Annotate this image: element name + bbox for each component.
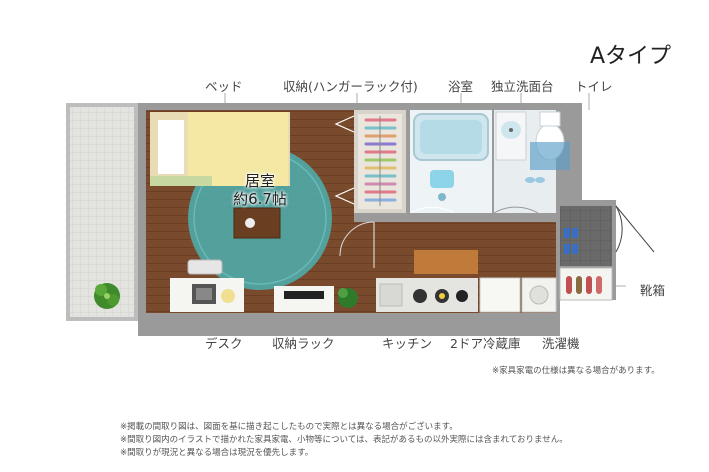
plant xyxy=(338,288,358,308)
label-bathroom: 浴室 xyxy=(448,79,474,94)
label-toilet: トイレ xyxy=(575,79,613,94)
entrance xyxy=(559,205,655,301)
label-storage-rack: 収納ラック xyxy=(272,336,335,351)
label-kitchen: キッチン xyxy=(382,336,433,351)
storage-rack xyxy=(274,286,334,312)
washroom xyxy=(493,110,570,214)
label-storage: 収納(ハンガーラック付) xyxy=(283,79,418,94)
low-table xyxy=(233,207,281,239)
kitchen-counter xyxy=(376,250,478,312)
label-washer: 洗濯機 xyxy=(542,336,580,351)
label-bed: ベッド xyxy=(205,79,243,94)
label-washbasin: 独立洗面台 xyxy=(491,79,554,94)
note-line-2: ※間取り図内のイラストで描かれた家具家電、小物等については、表記があるもの以外実… xyxy=(120,435,568,445)
note-line-3: ※間取りが現況と異なる場合は現況を優先します。 xyxy=(120,448,314,458)
room-size: 約6.7帖 xyxy=(233,190,287,208)
bathroom xyxy=(409,110,492,214)
note-appliance: ※家具家電の仕様は異なる場合があります。 xyxy=(492,366,660,376)
label-shoe-box: 靴箱 xyxy=(640,283,666,298)
note-line-1: ※掲載の間取り図は、図面を基に描き起こしたもので実際とは異なる場合がございます。 xyxy=(120,422,458,432)
plan-type-title: Aタイプ xyxy=(590,44,672,69)
room-name: 居室 xyxy=(244,172,275,190)
label-fridge: 2ドア冷蔵庫 xyxy=(450,336,521,351)
bed xyxy=(150,112,290,186)
inner-walls xyxy=(374,110,556,222)
desk xyxy=(170,259,244,312)
balcony xyxy=(66,103,138,321)
closet xyxy=(334,110,406,213)
label-desk: デスク xyxy=(205,336,243,351)
fridge xyxy=(479,277,521,313)
room-label: 居室 約6.7帖 xyxy=(225,172,295,208)
